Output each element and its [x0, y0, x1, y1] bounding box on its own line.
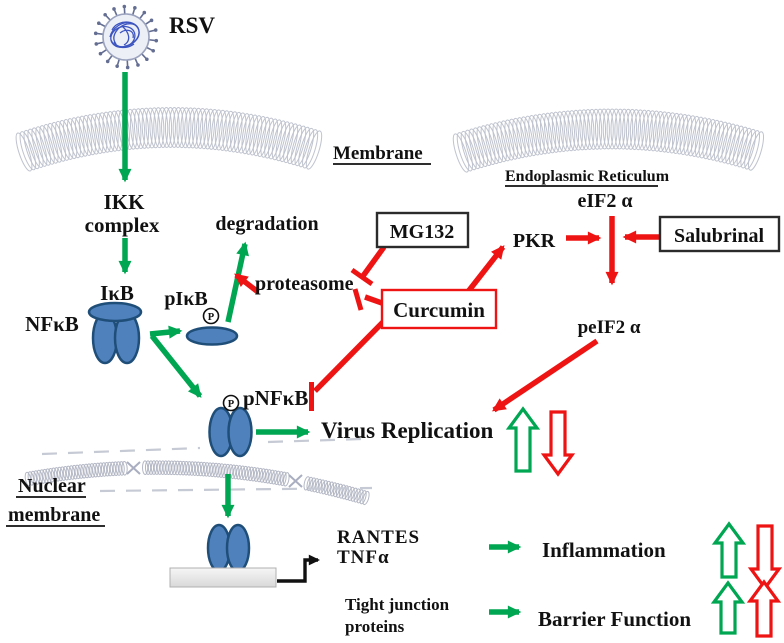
virus-replication-label: Virus Replication	[321, 418, 493, 443]
curcumin-to-pkr-arrow	[464, 245, 506, 295]
salubrinal-box	[658, 215, 781, 253]
regulation-arrows	[505, 406, 783, 638]
activation-arrows	[118, 72, 522, 619]
proteasome-label: proteasome	[255, 273, 354, 295]
curcumin-inhibit-proteasome-bar	[352, 288, 364, 311]
phospho-p: P	[228, 399, 235, 410]
inflammation-up-arrow	[711, 521, 747, 579]
curcumin-inhibit-proteasome-line	[364, 294, 383, 306]
barrier-up-arrow-green	[710, 580, 746, 635]
ikb-label: IκB	[100, 281, 134, 305]
mg132-label: MG132	[390, 221, 454, 243]
peif2a-label: peIF2 α	[578, 317, 641, 338]
curcumin-inhibit-pnfkb-line	[313, 317, 388, 393]
membrane-label: Membrane	[333, 143, 423, 164]
nuclear-membrane	[24, 460, 370, 506]
tight-junction-label-line2: proteins	[345, 617, 405, 636]
nuclear-membrane-label-line1: Nuclear	[18, 475, 86, 497]
mg132-inhibit-line	[360, 245, 387, 278]
pnfkb-dimer	[208, 406, 253, 458]
inhibition-arrows	[234, 216, 659, 413]
tight-junction-label-line1: Tight junction	[345, 595, 450, 614]
plasma-membrane	[15, 106, 323, 172]
nfkb-ikb-complex	[87, 301, 143, 365]
complex-to-pikb-arrow	[149, 325, 183, 339]
barrier-up-arrow-red	[746, 579, 782, 638]
rsv-label: RSV	[169, 13, 215, 38]
nuclear-pore-knots	[126, 461, 303, 488]
eif2a-label: eIF2 α	[577, 190, 632, 212]
pkr-label: PKR	[513, 230, 556, 252]
salubrinal-label: Salubrinal	[674, 225, 764, 247]
curcumin-label: Curcumin	[393, 298, 485, 322]
peif2a-to-virus-replication-arrow	[491, 338, 599, 413]
virus-genome-scribble	[109, 21, 140, 49]
tnfa-label: TNFα	[337, 547, 390, 568]
phospho-badge-pnfkb: P	[222, 394, 240, 412]
proteasome-arrow	[234, 272, 260, 295]
nuclear-nfkb-dimer	[206, 523, 251, 573]
curcumin-box	[380, 288, 498, 330]
er-label: Endoplasmic Reticulum	[505, 168, 670, 185]
transcription-start-arrow	[277, 554, 320, 583]
complex-to-pnfkb-arrow	[149, 334, 203, 398]
nuclear-membrane-label-line2: membrane	[8, 504, 100, 526]
mg132-inhibit-bar	[350, 267, 374, 287]
phospho-badge-pikb: P	[202, 307, 220, 325]
degradation-label: degradation	[215, 213, 318, 235]
inflammation-label: Inflammation	[542, 538, 666, 562]
virus-replication-down-arrow	[540, 410, 576, 477]
pikb-protein	[185, 326, 239, 346]
barrier-function-label: Barrier Function	[538, 607, 691, 631]
mg132-box	[375, 211, 470, 249]
ikk-label-line2: complex	[85, 213, 160, 237]
phospho-p: P	[208, 312, 215, 323]
nfkb-label: NFκB	[25, 312, 79, 336]
er-membrane	[452, 108, 765, 173]
ikk-label-line1: IKK	[104, 190, 146, 214]
virus-replication-up-arrow	[505, 406, 541, 473]
dna-promoter-bar	[169, 567, 277, 588]
rantes-label: RANTES	[337, 527, 420, 548]
nuclear-membrane-dashes	[41, 437, 373, 493]
inflammation-down-arrow	[747, 524, 783, 591]
rsv-virus-icon	[93, 4, 159, 70]
pnfkb-label: pNFκB	[243, 386, 308, 410]
pikb-label: pIκB	[164, 288, 207, 310]
